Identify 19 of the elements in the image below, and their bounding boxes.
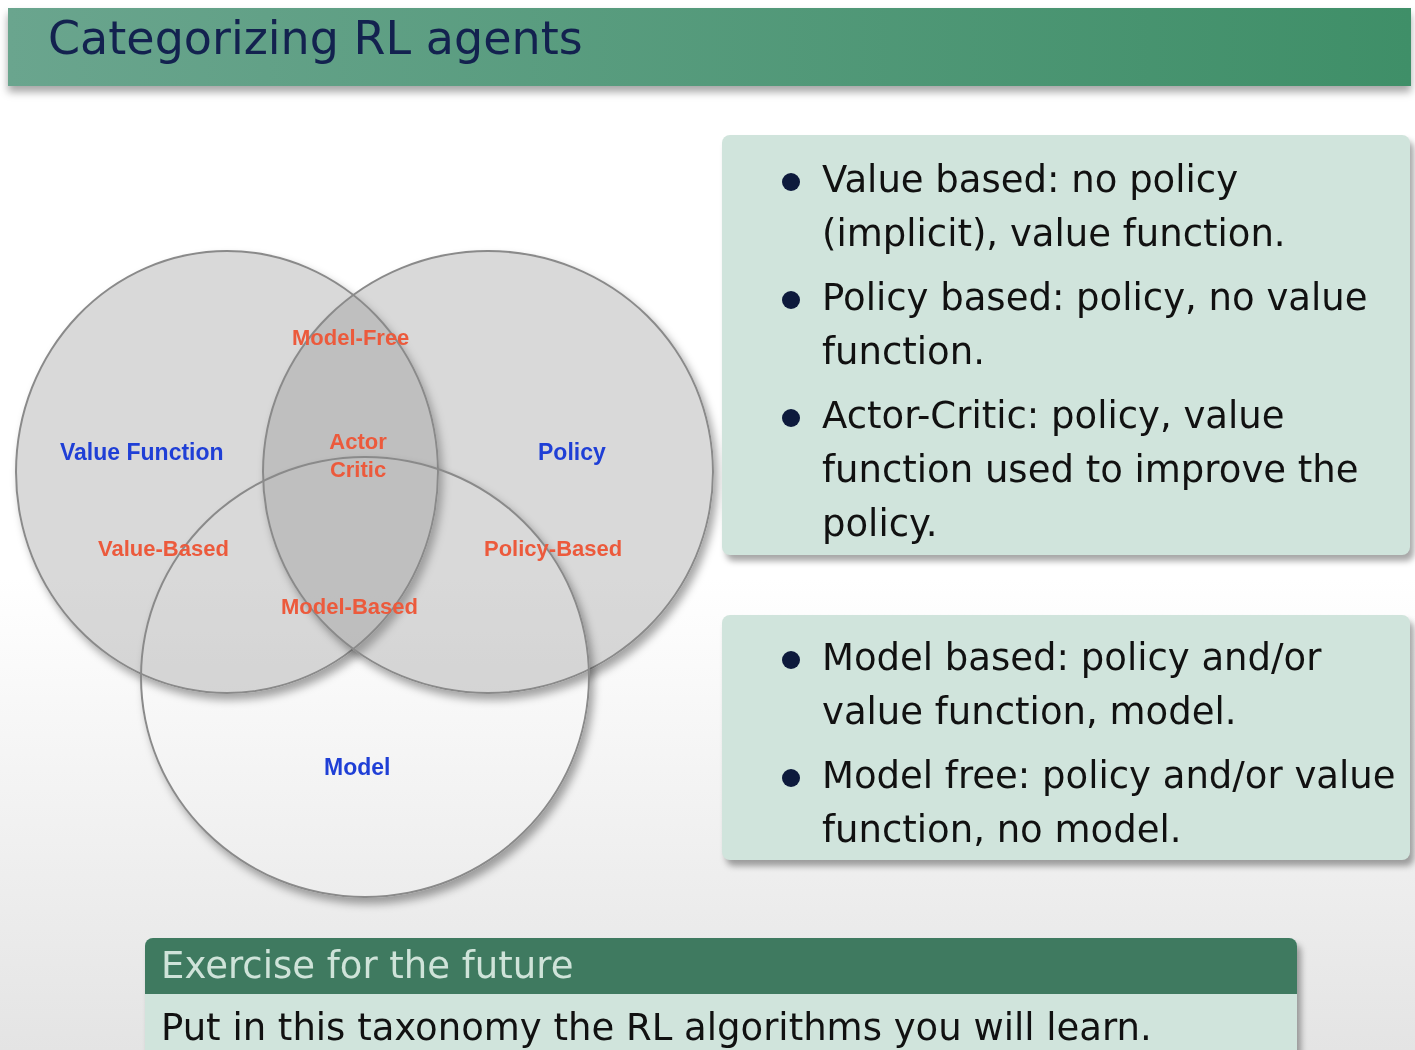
block-title: Exercise for the future [161, 944, 574, 988]
region-label: Actor Critic [328, 428, 388, 484]
bullet-text: Actor-Critic: policy, value function used to improve the policy. [822, 393, 1360, 547]
region-label: Value-Based [98, 535, 229, 563]
bullet-text: Model based: policy and/or value function, model. [822, 635, 1323, 735]
slide-title: Categorizing RL agents [48, 10, 583, 67]
bullet-card [722, 135, 1410, 555]
circle-label: Value Function [60, 439, 224, 466]
region-label: Model-Free [292, 324, 410, 352]
region-label: Model-Based [281, 593, 418, 621]
circle-label: Model [324, 754, 391, 781]
exercise-block [145, 938, 1297, 1050]
bullet-card [722, 615, 1410, 860]
circle-label: Policy [538, 439, 606, 466]
bullet-text: Value based: no policy (implicit), value function. [822, 157, 1287, 257]
block-text: Put in this taxonomy the RL algorithms you will learn. [161, 1006, 1152, 1050]
bullet-text: Model free: policy and/or value function, no model. [822, 753, 1397, 853]
bullet-text: Policy based: policy, no value function. [822, 275, 1369, 375]
region-label: Policy-Based [484, 535, 623, 563]
